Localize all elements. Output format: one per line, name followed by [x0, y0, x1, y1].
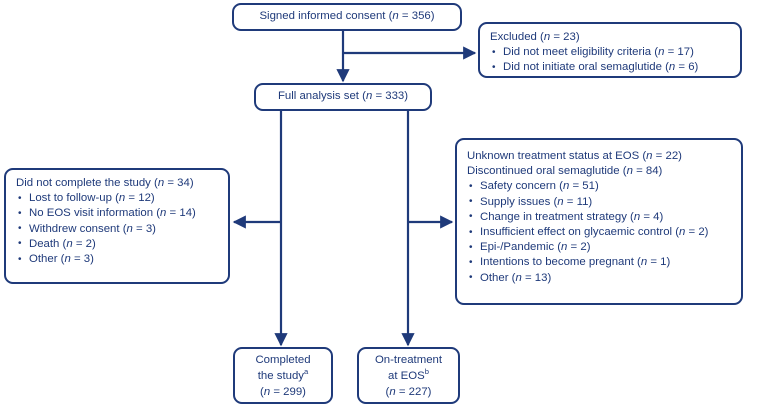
node-on-treatment-eos: On-treatment at EOSb (n = 227) [357, 347, 460, 404]
node-completed-study: Completed the studya (n = 299) [233, 347, 333, 404]
list-item: Did not meet eligibility criteria (n = 1… [490, 45, 731, 60]
signed-consent-label: Signed informed consent (n = 356) [259, 10, 435, 23]
list-item: Death (n = 2) [16, 236, 219, 252]
excluded-list: Did not meet eligibility criteria (n = 1… [490, 45, 731, 76]
completed-line-1: Completed [255, 353, 311, 366]
full-analysis-set-label: Full analysis set (n = 333) [277, 90, 409, 103]
list-item: Safety concern (n = 51) [467, 179, 732, 194]
completed-study-label: Completed the studya (n = 299) [255, 352, 310, 400]
discontinued-header: Discontinued oral semaglutide (n = 84) [467, 165, 663, 178]
did-not-complete-header: Did not complete the study (n = 34) [16, 177, 194, 189]
node-excluded: Excluded (n = 23) Did not meet eligibili… [478, 22, 742, 78]
on-treatment-line-2: at EOSb [388, 366, 429, 382]
node-signed-informed-consent: Signed informed consent (n = 356) [232, 3, 462, 31]
unknown-status-header: Unknown treatment status at EOS (n = 22) [467, 150, 682, 162]
list-item: Insufficient effect on glycaemic control… [467, 225, 732, 240]
on-treatment-line-1: On-treatment [374, 353, 443, 366]
list-item: Did not initiate oral semaglutide (n = 6… [490, 60, 731, 75]
list-item: No EOS visit information (n = 14) [16, 206, 219, 221]
node-did-not-complete-study: Did not complete the study (n = 34) Lost… [4, 168, 230, 284]
list-item: Supply issues (n = 11) [467, 194, 732, 210]
excluded-header: Excluded (n = 23) [490, 31, 580, 43]
discontinued-reasons-list: Safety concern (n = 51) Supply issues (n… [467, 179, 732, 286]
list-item: Intentions to become pregnant (n = 1) [467, 255, 732, 270]
completed-line-3: (n = 299) [260, 385, 306, 398]
completed-line-2: the studya [257, 366, 309, 382]
list-item: Other (n = 3) [16, 252, 219, 267]
list-item: Epi-/Pandemic (n = 2) [467, 240, 732, 255]
list-item: Change in treatment strategy (n = 4) [467, 209, 732, 225]
on-treatment-label: On-treatment at EOSb (n = 227) [375, 352, 442, 400]
node-full-analysis-set: Full analysis set (n = 333) [254, 83, 432, 111]
list-item: Other (n = 13) [467, 270, 732, 286]
list-item: Lost to follow-up (n = 12) [16, 191, 219, 206]
node-discontinued-treatment: Unknown treatment status at EOS (n = 22)… [455, 138, 743, 305]
did-not-complete-list: Lost to follow-up (n = 12) No EOS visit … [16, 191, 219, 267]
on-treatment-line-3: (n = 227) [385, 385, 432, 398]
list-item: Withdrew consent (n = 3) [16, 221, 219, 237]
